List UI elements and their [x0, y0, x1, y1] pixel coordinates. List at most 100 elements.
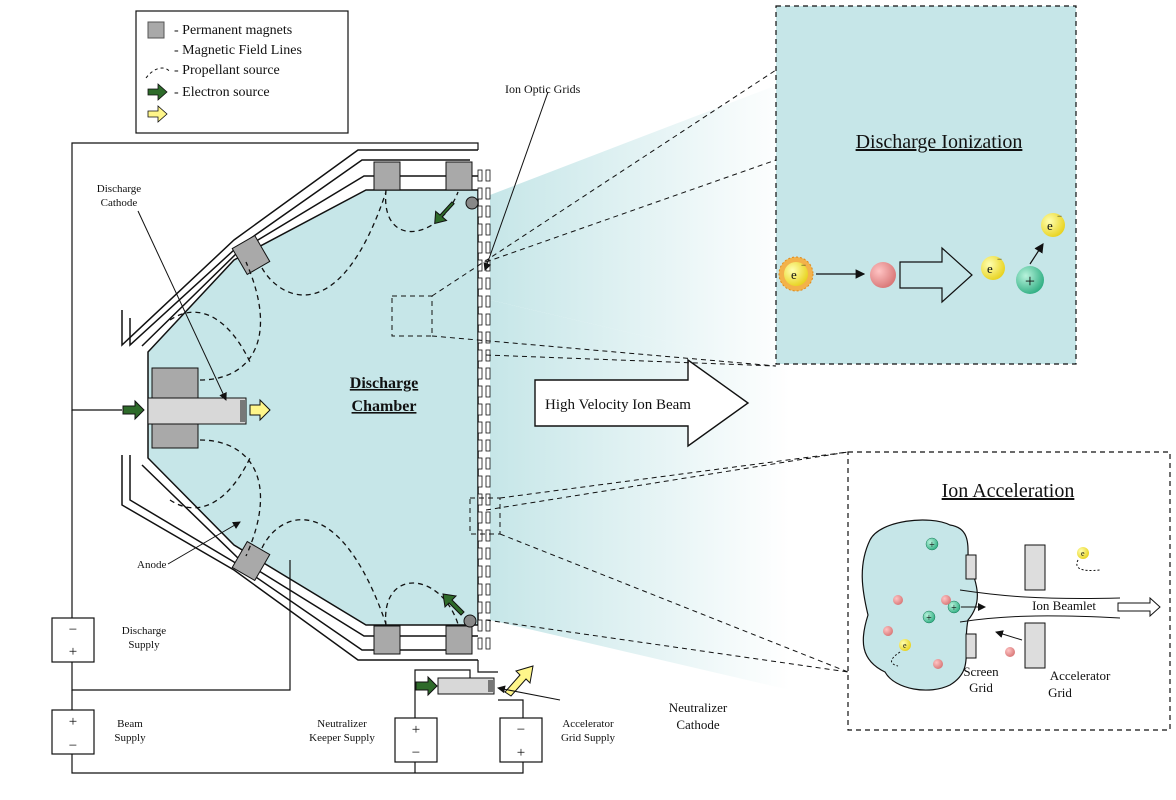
svg-text:Accelerator: Accelerator: [1050, 668, 1111, 683]
ion-particle: [922, 610, 936, 624]
svg-text:−: −: [69, 622, 77, 638]
svg-text:- Electron source: - Electron source: [174, 85, 270, 100]
magnet: [373, 625, 401, 655]
svg-text:e: e: [791, 267, 797, 282]
grid-slot: [477, 169, 483, 182]
grid-slot: [477, 367, 483, 380]
legend-propellant-line: [145, 67, 171, 79]
grid-slot: [485, 169, 491, 182]
neutral-atom: [883, 626, 893, 636]
svg-text:−: −: [69, 738, 77, 754]
grid-slot: [477, 295, 483, 308]
neutralizer-cathode: [437, 677, 561, 701]
grid-slot: [485, 223, 491, 236]
grid-slot: [485, 367, 491, 380]
discharge-cathode: [147, 397, 247, 425]
grid-slot: [485, 385, 491, 398]
grid-slot: [477, 241, 483, 254]
cathode-ball: [463, 614, 477, 628]
ionization-arrow: [899, 246, 973, 304]
svg-text:- Propellant source: - Propellant source: [174, 63, 280, 78]
svg-text:−: −: [1057, 211, 1062, 221]
grid-slot: [485, 457, 491, 470]
plasma-blob: [861, 519, 978, 691]
grid-slot: [477, 619, 483, 632]
svg-text:+: +: [517, 745, 525, 761]
svg-text:- Permanent magnets: - Permanent magnets: [174, 23, 292, 38]
ion-acceleration-inset: Ion Acceleration Ion Beamlet + + + e e S…: [847, 451, 1171, 731]
svg-text:+: +: [69, 714, 77, 730]
magnet: [445, 161, 473, 191]
keeper-supply-box: + −: [394, 717, 438, 763]
grid-slot: [477, 403, 483, 416]
grid-slot: [477, 205, 483, 218]
grid-slot: [477, 565, 483, 578]
grid-slot: [477, 637, 483, 650]
svg-text:Cathode: Cathode: [101, 197, 138, 209]
neutral-atom: [933, 659, 943, 669]
legend-propellant-arrow: [147, 105, 168, 123]
electron-arrow: [415, 675, 438, 697]
discharge-ionization-inset: Discharge Ionization e − e − + e −: [775, 5, 1077, 365]
legend-electron-arrow: [147, 83, 168, 101]
legend-magnet-swatch: [147, 21, 165, 39]
svg-text:−: −: [412, 745, 420, 761]
svg-text:Grid Supply: Grid Supply: [561, 732, 616, 744]
electron-path: [891, 651, 901, 667]
grid-slot: [477, 385, 483, 398]
grid-slot: [485, 511, 491, 524]
svg-text:Ion Beamlet: Ion Beamlet: [1032, 598, 1096, 613]
grid-slot: [477, 223, 483, 236]
svg-text:Keeper Supply: Keeper Supply: [309, 732, 375, 744]
electron-arrow: [122, 399, 145, 421]
svg-text:e: e: [1081, 549, 1085, 558]
beam-supply-box: + −: [51, 709, 95, 755]
grid-slot: [485, 187, 491, 200]
svg-text:−: −: [517, 722, 525, 738]
electron-particle: [899, 639, 911, 651]
propellant-arrow: [249, 398, 271, 422]
accel-supply-box: − +: [499, 717, 543, 763]
grid-slot: [477, 601, 483, 614]
svg-text:Neutralizer: Neutralizer: [317, 718, 367, 730]
grid-slot: [477, 277, 483, 290]
grid-slot: [485, 583, 491, 596]
grid-slot: [477, 331, 483, 344]
grid-slot: [477, 529, 483, 542]
svg-text:e: e: [903, 641, 907, 650]
ion-beam-plume: [490, 80, 790, 690]
grid-slot: [485, 475, 491, 488]
propellant-arrow: [504, 665, 534, 697]
electron-arrow: [442, 593, 465, 616]
magnet: [231, 234, 271, 276]
svg-text:Supply: Supply: [114, 732, 146, 744]
beamlet-boundary: [959, 615, 1121, 623]
grid-slot: [477, 457, 483, 470]
magnet: [445, 625, 473, 655]
grid-slot: [485, 637, 491, 650]
neutral-atom: [941, 595, 951, 605]
svg-text:e: e: [987, 261, 993, 276]
svg-text:+: +: [929, 540, 935, 551]
ion-particle: [1016, 266, 1044, 294]
grid-slot: [485, 493, 491, 506]
grid-slot: [477, 547, 483, 560]
grid-slot: [485, 601, 491, 614]
grid-slot: [477, 313, 483, 326]
grid-slot: [485, 277, 491, 290]
ion-particle: [925, 537, 939, 551]
screen-grid: [965, 633, 977, 659]
svg-text:+: +: [412, 722, 420, 738]
grid-slot: [485, 565, 491, 578]
cathode-ball: [465, 196, 479, 210]
svg-text:+: +: [926, 613, 932, 624]
svg-text:+: +: [69, 644, 77, 660]
grid-slot: [485, 331, 491, 344]
grid-slot: [477, 511, 483, 524]
electron-arrows: [122, 201, 465, 697]
svg-text:Chamber: Chamber: [352, 398, 417, 415]
svg-text:Neutralizer: Neutralizer: [669, 700, 728, 715]
ion-beam-arrow: [534, 358, 750, 448]
grid-slot: [485, 547, 491, 560]
